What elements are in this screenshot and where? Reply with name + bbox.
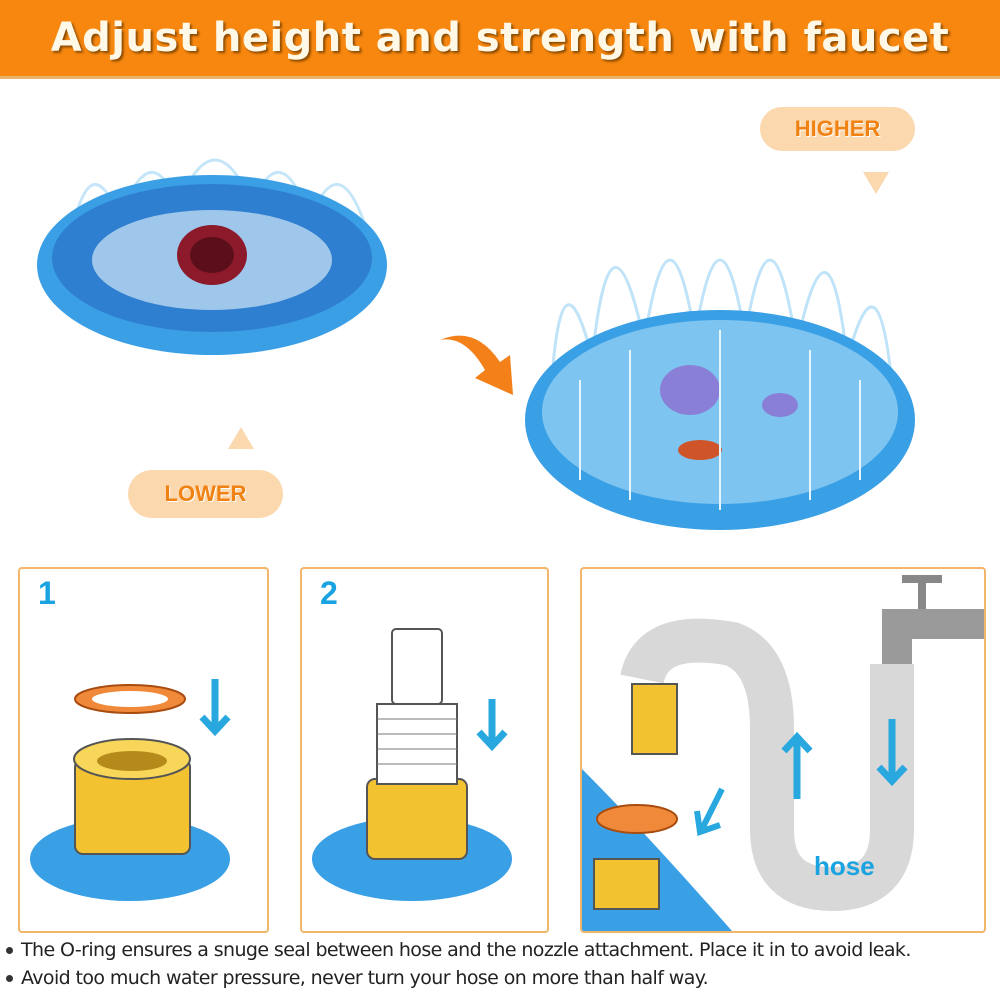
- higher-label: HIGHER: [760, 107, 915, 151]
- curved-arrow-icon: [440, 335, 513, 395]
- triangle-down-icon: [863, 172, 889, 194]
- bullet-icon: [6, 975, 13, 982]
- lower-spray-pool-image: [37, 158, 387, 355]
- note-item: The O-ring ensures a snuge seal between …: [6, 936, 911, 964]
- note-item: Avoid too much water pressure, never tur…: [6, 964, 911, 992]
- notes-list: The O-ring ensures a snuge seal between …: [6, 936, 911, 992]
- step-number: 1: [38, 575, 56, 611]
- higher-spray-pool-image: [525, 258, 915, 530]
- bullet-icon: [6, 947, 13, 954]
- o-ring-connector-illustration: [30, 679, 231, 901]
- header-banner: Adjust height and strength with faucet: [0, 0, 1000, 79]
- triangle-up-icon: [228, 427, 254, 449]
- page-title: Adjust height and strength with faucet: [50, 15, 950, 61]
- step-3-panel: hose: [580, 567, 986, 933]
- step-1-panel: 1: [18, 567, 269, 933]
- hose-label: hose: [814, 851, 875, 881]
- step-number: 2: [320, 575, 338, 611]
- faucet-hose-illustration: [582, 575, 984, 931]
- nozzle-connector-illustration: [312, 628, 512, 901]
- step-2-panel: 2: [300, 567, 549, 933]
- lower-label: LOWER: [128, 470, 283, 518]
